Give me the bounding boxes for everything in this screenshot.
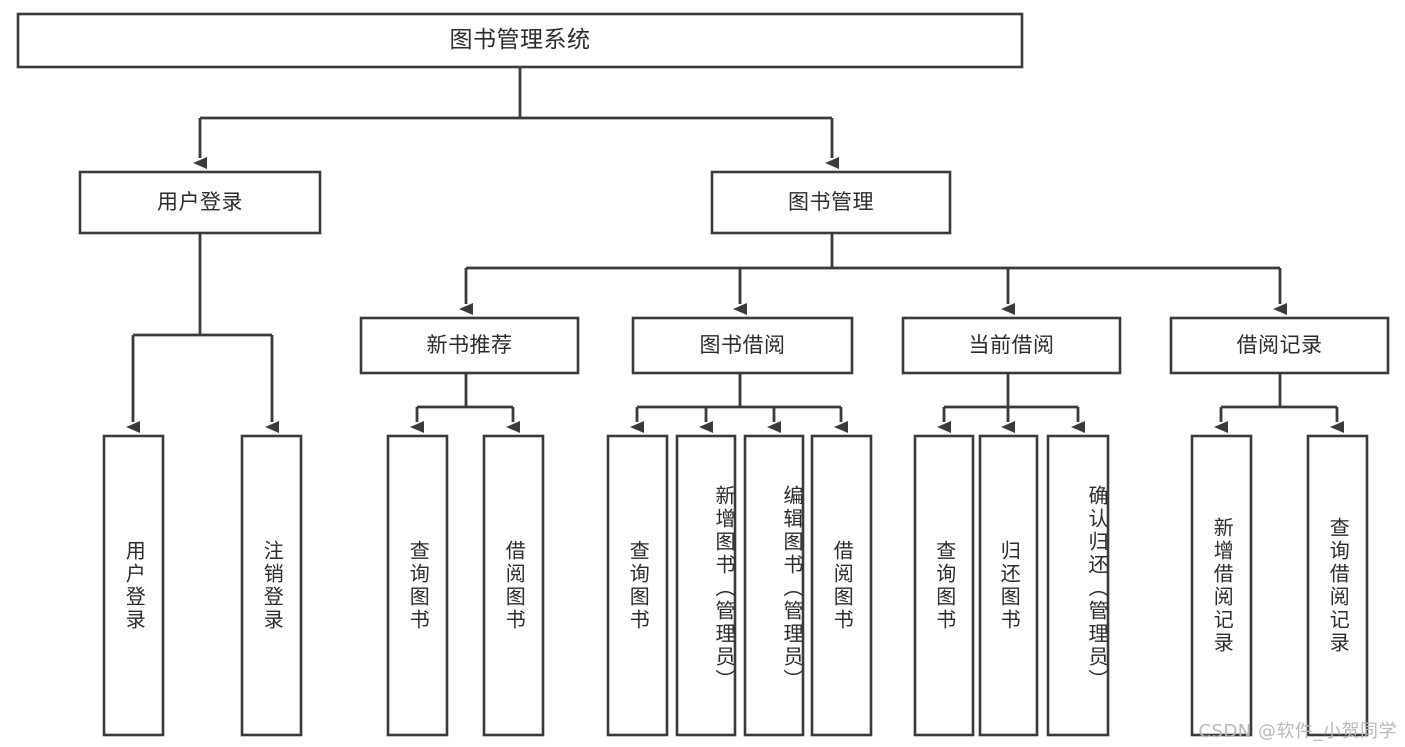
node-box-leaf-edit-book[interactable] — [743, 434, 805, 737]
node-box-user-login[interactable] — [78, 170, 322, 235]
node-box-leaf-borrow-book-2[interactable] — [810, 434, 873, 737]
node-box-new-book-recommend[interactable] — [359, 316, 580, 375]
node-box-book-management[interactable] — [710, 170, 952, 235]
node-box-leaf-borrow-book-1[interactable] — [482, 434, 545, 737]
node-box-root[interactable] — [16, 12, 1024, 69]
node-box-leaf-add-book[interactable] — [675, 434, 737, 737]
node-box-leaf-add-record[interactable] — [1190, 434, 1253, 737]
node-box-current-borrow[interactable] — [901, 316, 1122, 375]
node-box-leaf-query-book-1[interactable] — [386, 434, 449, 737]
node-box-leaf-query-record[interactable] — [1306, 434, 1369, 737]
node-box-leaf-user-login[interactable] — [102, 434, 165, 737]
node-box-leaf-confirm-return[interactable] — [1046, 434, 1110, 737]
node-box-leaf-query-book-2[interactable] — [606, 434, 669, 737]
node-box-borrow-record[interactable] — [1169, 316, 1390, 375]
node-box-leaf-query-book-3[interactable] — [913, 434, 975, 737]
watermark-text: CSDN @软件_小贺同学 — [1198, 721, 1397, 742]
node-box-leaf-return-book[interactable] — [978, 434, 1039, 737]
node-box-book-borrow[interactable] — [631, 316, 854, 375]
node-box-leaf-logout[interactable] — [240, 434, 303, 737]
